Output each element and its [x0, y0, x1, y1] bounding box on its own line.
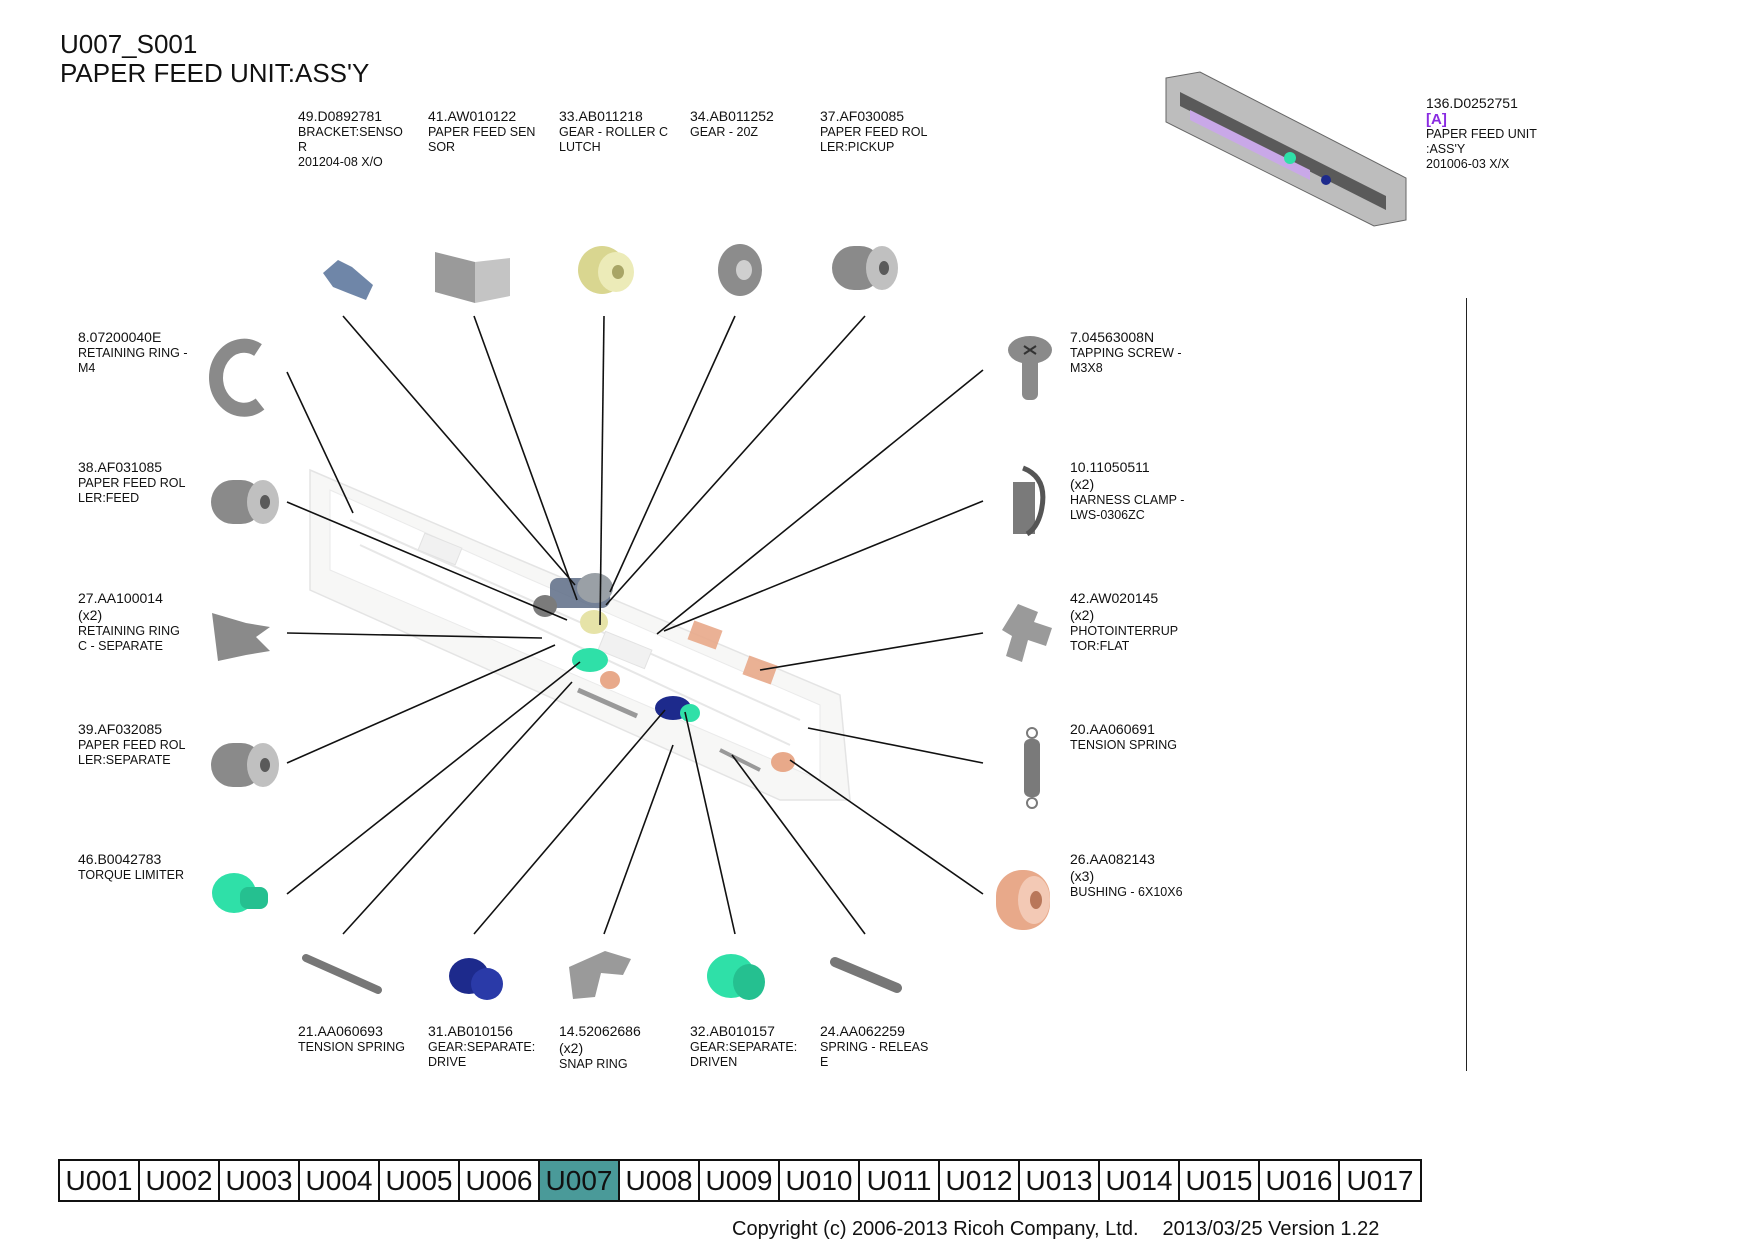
label-p21[interactable]: 21.AA060693 TENSION SPRING — [298, 1023, 405, 1054]
tab-u006[interactable]: U006 — [460, 1161, 540, 1200]
bushing-6x10x6-part[interactable] — [992, 862, 1062, 937]
assembly-thumbnail[interactable] — [1160, 70, 1410, 230]
gear-separate-driven-part[interactable] — [703, 950, 778, 1010]
label-assembly[interactable]: 136.D0252751 [A] PAPER FEED UNIT :ASS'Y … — [1426, 95, 1537, 171]
central-parts — [533, 573, 795, 772]
gear-separate-drive-part[interactable] — [445, 952, 510, 1007]
leader-lines — [286, 315, 984, 935]
tab-u008[interactable]: U008 — [620, 1161, 700, 1200]
label-p20[interactable]: 20.AA060691 TENSION SPRING — [1070, 721, 1177, 752]
copyright-text: Copyright (c) 2006-2013 Ricoh Company, L… — [732, 1218, 1139, 1240]
tab-u002[interactable]: U002 — [140, 1161, 220, 1200]
label-p8[interactable]: 8.07200040E RETAINING RING -M4 — [78, 329, 188, 375]
label-p14[interactable]: 14.52062686 (x2) SNAP RING — [559, 1023, 641, 1071]
label-p32[interactable]: 32.AB010157 GEAR:SEPARATE:DRIVEN — [690, 1023, 798, 1069]
tab-u017[interactable]: U017 — [1346, 1165, 1414, 1196]
snap-ring-part[interactable] — [565, 945, 640, 1005]
gear-roller-clutch-part[interactable] — [572, 240, 642, 300]
unit-nav: U001 U002 U003 U004 U005 U006 U007 U008 … — [58, 1159, 1422, 1202]
tapping-screw-m3x8-part[interactable] — [1000, 332, 1060, 407]
page-code: U007_S001 — [60, 29, 198, 59]
tab-u015[interactable]: U015 — [1180, 1161, 1260, 1200]
photointerruptor-flat-part[interactable] — [998, 600, 1068, 670]
spring-release-part[interactable] — [825, 954, 910, 999]
paper-feed-roller-separate-part[interactable] — [205, 735, 285, 800]
tab-u016[interactable]: U016 — [1260, 1161, 1340, 1200]
version-text: 2013/03/25 Version 1.22 — [1162, 1218, 1380, 1240]
tab-u010[interactable]: U010 — [780, 1161, 860, 1200]
paper-feed-roller-feed-part[interactable] — [205, 472, 285, 537]
label-p7[interactable]: 7.04563008N TAPPING SCREW - M3X8 — [1070, 329, 1182, 375]
tab-u011[interactable]: U011 — [860, 1161, 940, 1200]
page-title: PAPER FEED UNIT:ASS'Y — [60, 58, 370, 88]
harness-clamp-part[interactable] — [1005, 462, 1055, 542]
tab-u013[interactable]: U013 — [1020, 1161, 1100, 1200]
tension-spring-21-part[interactable] — [298, 950, 388, 1000]
tab-u005[interactable]: U005 — [380, 1161, 460, 1200]
bracket-sensor-part[interactable] — [318, 255, 378, 305]
label-p46[interactable]: 46.B0042783 TORQUE LIMITER — [78, 851, 185, 882]
tension-spring-20-part[interactable] — [1012, 725, 1052, 810]
retaining-ring-c-separate-part[interactable] — [206, 605, 276, 665]
footer: Copyright (c) 2006-2013 Ricoh Company, L… — [732, 1218, 1403, 1241]
tab-u014[interactable]: U014 — [1100, 1161, 1180, 1200]
tab-u003[interactable]: U003 — [220, 1161, 300, 1200]
label-p31[interactable]: 31.AB010156 GEAR:SEPARATE:DRIVE — [428, 1023, 536, 1069]
divider-line — [1466, 298, 1467, 1071]
paper-feed-sensor-part[interactable] — [430, 248, 520, 308]
gear-20z-part[interactable] — [710, 240, 770, 300]
tab-u009[interactable]: U009 — [700, 1161, 780, 1200]
tab-u007[interactable]: U007 — [540, 1161, 620, 1200]
tab-u001[interactable]: U001 — [60, 1161, 140, 1200]
label-p26[interactable]: 26.AA082143 (x3) BUSHING - 6X10X6 — [1070, 851, 1183, 899]
label-p34[interactable]: 34.AB011252 GEAR - 20Z — [690, 108, 774, 139]
tab-u004[interactable]: U004 — [300, 1161, 380, 1200]
label-p10[interactable]: 10.11050511 (x2) HARNESS CLAMP - LWS-030… — [1070, 459, 1185, 522]
torque-limiter-part[interactable] — [210, 865, 280, 925]
retaining-ring-m4-part[interactable] — [208, 338, 278, 418]
tab-u012[interactable]: U012 — [940, 1161, 1020, 1200]
paper-feed-roller-pickup-part[interactable] — [826, 236, 906, 306]
